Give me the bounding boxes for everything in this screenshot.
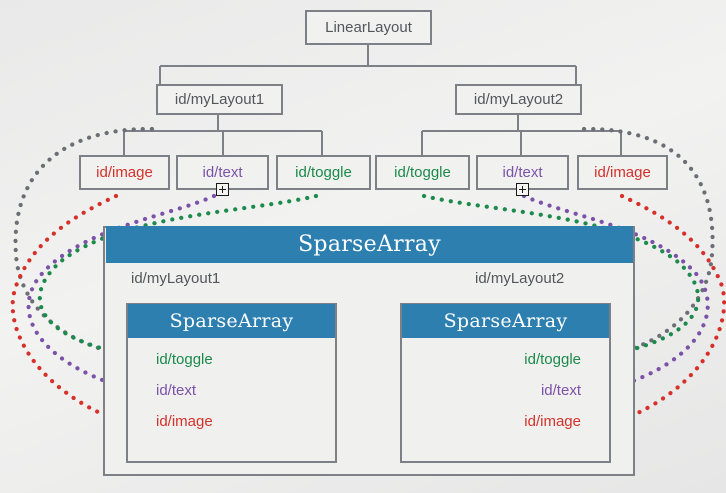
node-mylayout1[interactable]: id/myLayout1	[156, 84, 283, 115]
tree-edges	[123, 45, 622, 155]
leaf-label: id/text	[502, 164, 543, 181]
header-label: SparseArray	[443, 310, 568, 332]
leaf-label: id/image	[96, 164, 153, 181]
sparsearray-group-header-mylayout2: SparseArray	[402, 304, 609, 338]
leaf-mylayout1-image[interactable]: id/image	[79, 155, 170, 190]
node-label: id/myLayout1	[174, 91, 265, 108]
list-item[interactable]: id/image	[524, 413, 581, 430]
leaf-mylayout2-toggle[interactable]: id/toggle	[375, 155, 470, 190]
sparsearray-group-header-mylayout1: SparseArray	[128, 304, 335, 338]
sparsearray-group-items-mylayout1: id/toggle id/text id/image	[156, 344, 326, 437]
leaf-label: id/text	[202, 164, 243, 181]
sparsearray-group-items-mylayout2: id/toggle id/text id/image	[411, 344, 581, 437]
node-linearlayout[interactable]: LinearLayout	[305, 10, 432, 45]
node-label: id/myLayout2	[473, 91, 564, 108]
leaf-mylayout2-image[interactable]: id/image	[577, 155, 668, 190]
list-item[interactable]: id/toggle	[524, 351, 581, 368]
leaf-mylayout1-toggle[interactable]: id/toggle	[276, 155, 371, 190]
leaf-label: id/toggle	[394, 164, 451, 181]
header-label: SparseArray	[169, 310, 294, 332]
list-item[interactable]: id/image	[156, 413, 213, 430]
group-label-mylayout1: id/myLayout1	[131, 270, 221, 287]
list-item[interactable]: id/toggle	[156, 351, 213, 368]
sparsearray-root-header: SparseArray	[106, 226, 633, 263]
node-mylayout2[interactable]: id/myLayout2	[455, 84, 582, 115]
list-item[interactable]: id/text	[540, 382, 581, 399]
dotted-links	[10, 126, 726, 431]
group-label-mylayout2: id/myLayout2	[475, 270, 565, 287]
leaf-label: id/image	[594, 164, 651, 181]
expand-marker-mylayout1-text[interactable]	[216, 183, 229, 196]
expand-marker-mylayout2-text[interactable]	[516, 183, 529, 196]
node-label: LinearLayout	[325, 19, 412, 36]
list-item[interactable]: id/text	[156, 382, 197, 399]
header-label: SparseArray	[298, 232, 441, 257]
leaf-label: id/toggle	[295, 164, 352, 181]
